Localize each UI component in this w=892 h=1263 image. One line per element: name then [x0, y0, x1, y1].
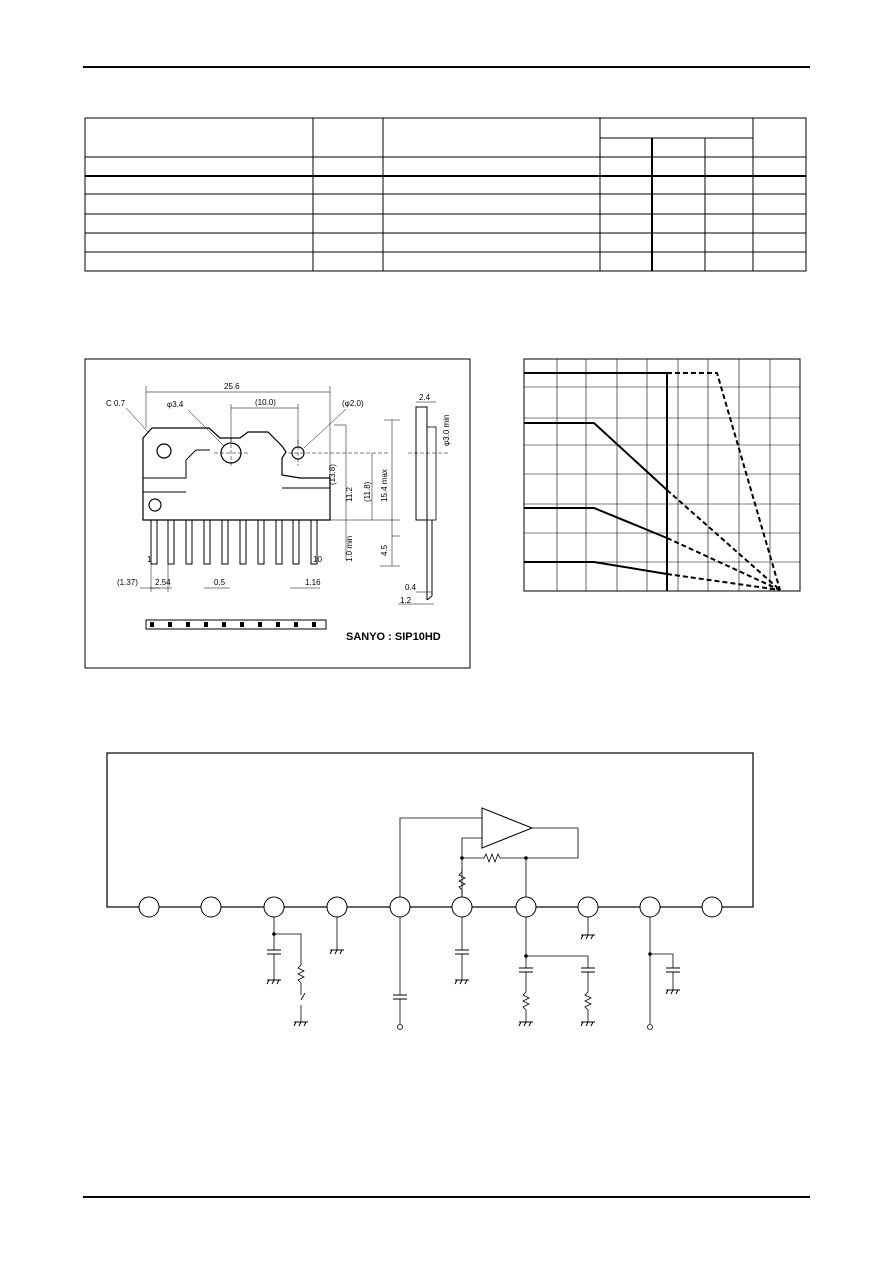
dim-p05: 0.5 [214, 578, 226, 587]
dim-h4-5: 4.5 [380, 544, 389, 556]
bottom-rule [83, 1196, 810, 1198]
dim-hole-dia: φ3.4 [167, 400, 184, 409]
dim-p116: 1.16 [305, 578, 321, 587]
dim-hole-pitch: (10.0) [255, 398, 276, 407]
dim-chamfer: C 0.7 [106, 399, 126, 408]
derating-graph [523, 358, 801, 592]
pin-1-label: 1 [147, 555, 152, 564]
dim-t30: φ3.0 min [442, 415, 451, 446]
dim-t12: 1.2 [400, 596, 412, 605]
package-caption: SANYO : SIP10HD [346, 631, 441, 643]
application-circuit [106, 752, 754, 1030]
pin-10-label: 10 [313, 555, 322, 564]
dim-h1-0: 1.0 min [345, 536, 354, 562]
dim-p137: (1.37) [117, 578, 138, 587]
dim-width: 25.6 [224, 382, 240, 391]
dim-h13: (13.8) [328, 464, 337, 485]
package-drawing: 25.6 (10.0) C 0.7 φ3.4 (φ2.0) (13.8) 11.… [84, 358, 471, 669]
dim-h11-8: (11.8) [363, 481, 372, 502]
top-rule [83, 66, 810, 68]
spec-table [84, 117, 807, 272]
dim-t24: 2.4 [419, 393, 431, 402]
dim-p254: 2.54 [155, 578, 171, 587]
dim-pin-hole: (φ2.0) [342, 399, 364, 408]
dim-h15-4: 15.4 max [380, 469, 389, 502]
dim-t04: 0.4 [405, 583, 417, 592]
dim-h11-2: 11.2 [345, 486, 354, 502]
